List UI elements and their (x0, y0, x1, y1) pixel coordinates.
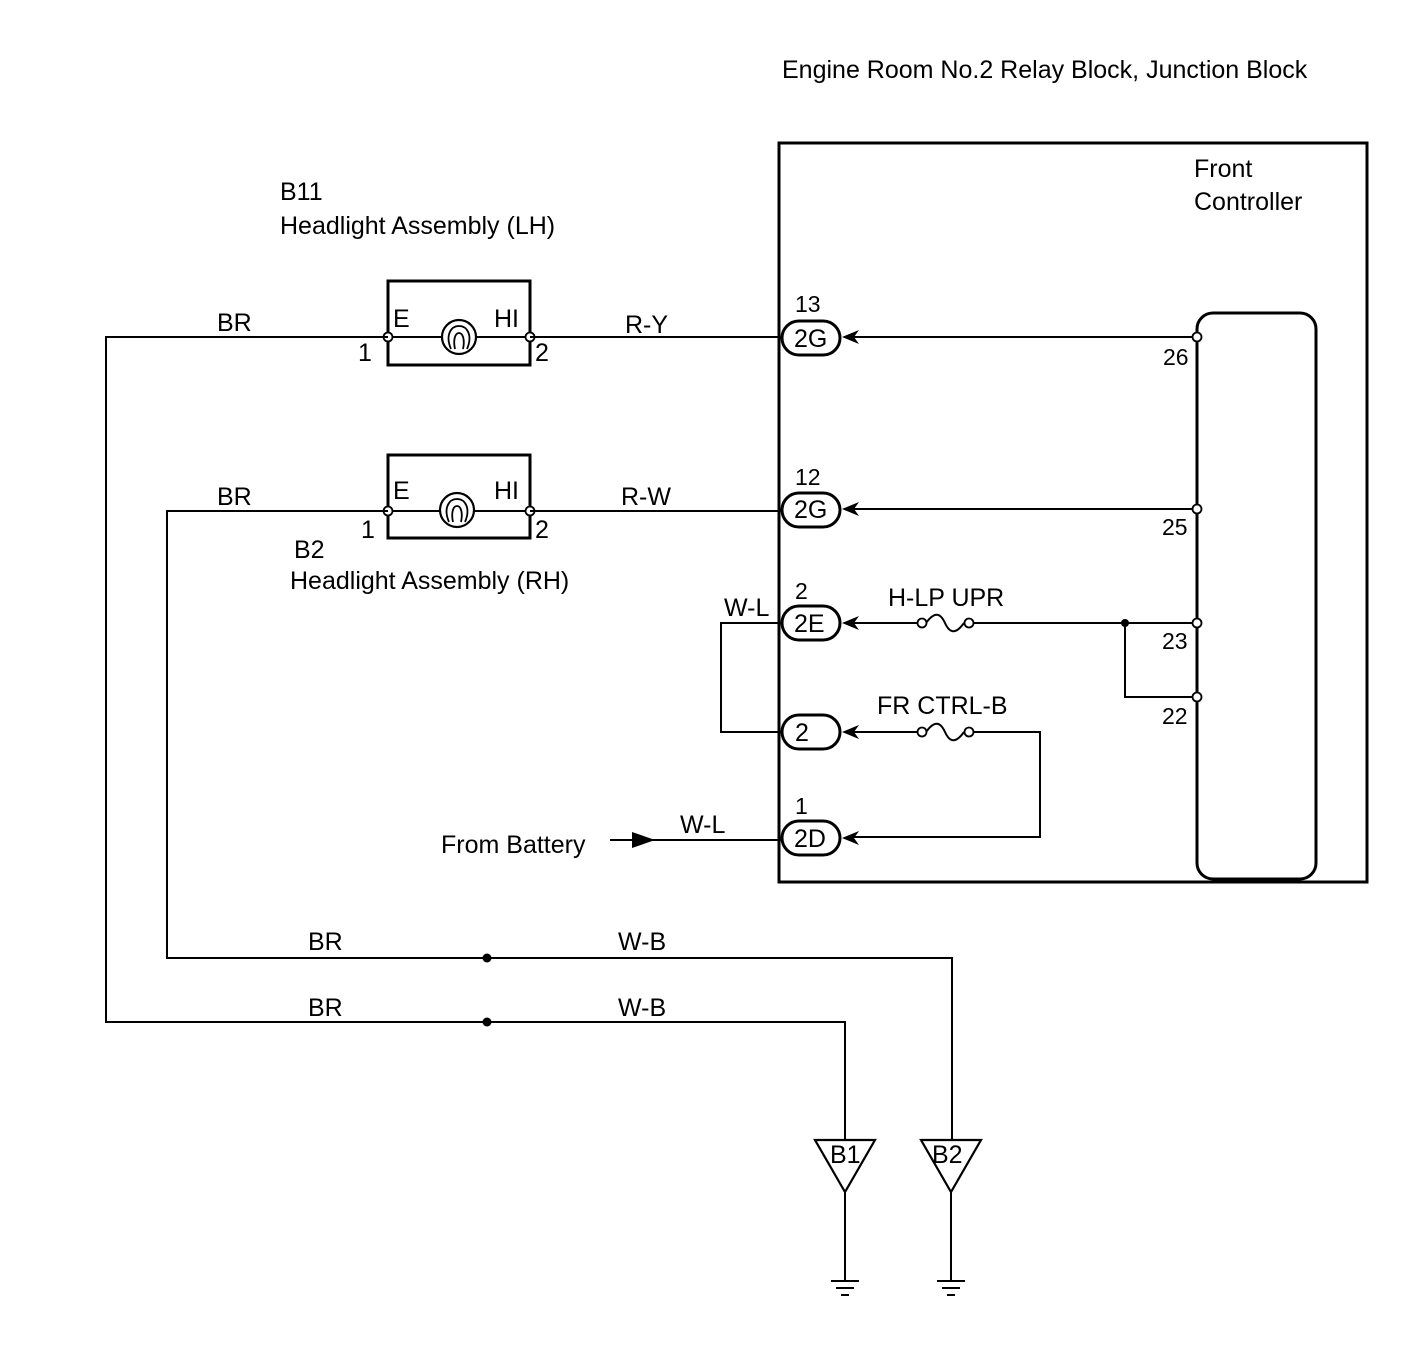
headlight-rh-pin-1: 1 (361, 516, 375, 544)
headlight-lh-bulb-icon (440, 318, 478, 356)
ground-label-b2: B2 (932, 1141, 963, 1169)
controller-pin-22: 22 (1162, 703, 1188, 729)
fuse-h-lp-upr-icon (916, 613, 975, 633)
from-battery-label: From Battery (441, 831, 586, 859)
front-controller-box (1195, 311, 1318, 881)
wire-label-br-ground-rh: BR (308, 928, 343, 956)
wire-br-lh (105, 336, 487, 1023)
wire-label-br-lh: BR (217, 309, 252, 337)
headlight-rh-box (386, 453, 532, 540)
front-controller-label-line2: Controller (1194, 188, 1302, 216)
headlight-rh-bulb-icon (438, 491, 476, 529)
controller-pin-23: 23 (1162, 628, 1188, 654)
headlight-lh-pin-hi: HI (494, 305, 519, 333)
connector-name-2g-13: 2G (794, 325, 827, 353)
wire-w-b-lh (487, 1021, 846, 1140)
wire-label-w-b-rh: W-B (618, 928, 666, 956)
connector-2e-2 (780, 604, 859, 642)
headlight-rh-pin-e: E (393, 477, 410, 505)
connector-pin-2e: 2 (795, 578, 808, 604)
controller-terminal-22 (1191, 691, 1203, 703)
wire-label-w-l-loop: W-L (724, 594, 769, 622)
fuse-label-h-lp-upr: H-LP UPR (888, 584, 1004, 612)
headlight-lh-pin-e: E (393, 305, 410, 333)
headlight-lh-pin-2: 2 (535, 339, 549, 367)
headlight-lh-box (386, 279, 532, 367)
headlight-lh-name: Headlight Assembly (LH) (280, 212, 555, 240)
connector-pin-13: 13 (795, 291, 821, 317)
wire-label-br-rh: BR (217, 483, 252, 511)
headlight-rh-id: B2 (294, 536, 325, 564)
wire-label-r-w: R-W (621, 483, 671, 511)
connector-name-2d: 2D (794, 825, 826, 853)
wire-label-br-ground-lh: BR (308, 994, 343, 1022)
ground-point-b1 (813, 1138, 877, 1296)
fuse-fr-ctrl-b-icon (916, 722, 975, 742)
connector-2g-13 (780, 319, 859, 357)
wire-w-l-loop (720, 622, 782, 733)
controller-terminal-26 (1191, 331, 1203, 343)
headlight-lh-id: B11 (280, 178, 323, 206)
connector-2d-1 (780, 819, 859, 857)
relay-block-title: Engine Room No.2 Relay Block, Junction B… (782, 56, 1308, 84)
connector-name-2e: 2E (794, 610, 825, 638)
wire-label-w-b-lh: W-B (618, 994, 666, 1022)
wire-w-b-rh (487, 957, 953, 1140)
wire-label-w-l-battery: W-L (680, 811, 725, 839)
battery-arrow-icon (632, 832, 655, 848)
controller-terminal-23 (1191, 617, 1203, 629)
fuse-label-fr-ctrl-b: FR CTRL-B (877, 692, 1008, 720)
headlight-rh-pin-hi: HI (494, 477, 519, 505)
connector-2g-12 (780, 491, 859, 529)
wire-br-rh (166, 510, 487, 959)
internal-wire-22 (1124, 623, 1197, 698)
ground-label-b1: B1 (830, 1141, 861, 1169)
connector-name-2: 2 (795, 719, 809, 747)
controller-pin-26: 26 (1163, 344, 1189, 370)
internal-wire-fuse-2d (853, 731, 1041, 838)
internal-splice-point (1121, 619, 1129, 627)
connector-pin-12: 12 (795, 464, 821, 490)
connector-pin-2d: 1 (795, 793, 808, 819)
wire-label-r-y: R-Y (625, 311, 668, 339)
headlight-rh-pin-2: 2 (535, 516, 549, 544)
connector-name-2g-12: 2G (794, 496, 827, 524)
controller-terminal-25 (1191, 503, 1203, 515)
headlight-lh-pin-1: 1 (358, 339, 372, 367)
connector-2 (780, 713, 859, 751)
controller-pin-25: 25 (1162, 514, 1188, 540)
relay-block-outline (777, 141, 1369, 884)
headlight-rh-name: Headlight Assembly (RH) (290, 567, 569, 595)
ground-point-b2 (919, 1138, 983, 1296)
front-controller-label-line1: Front (1194, 155, 1252, 183)
